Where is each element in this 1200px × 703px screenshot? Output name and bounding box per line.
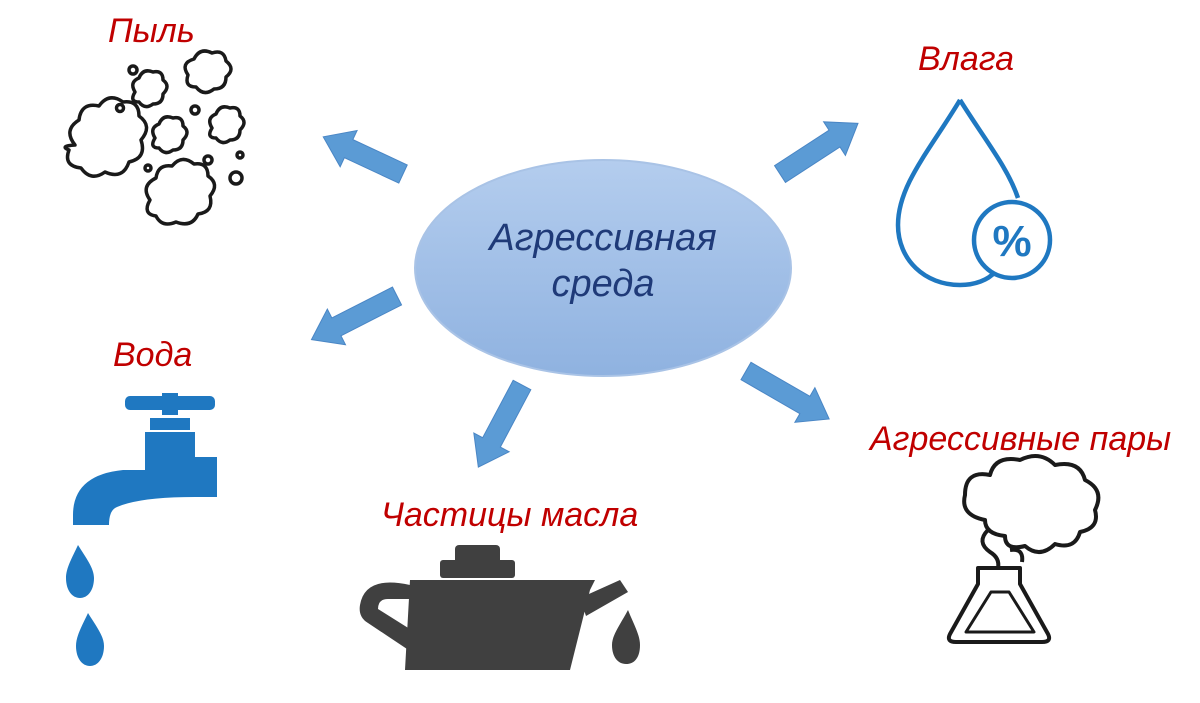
water-tap-icon — [66, 393, 217, 666]
dust-clouds-icon — [63, 49, 246, 226]
arrow-to-water — [310, 286, 403, 346]
arrow-to-moisture — [773, 121, 859, 184]
arrow-to-vapors — [740, 361, 830, 423]
percent-glyph: % — [992, 217, 1031, 266]
label-moisture: Влага — [918, 40, 1015, 78]
water-drop-percent-icon — [895, 98, 1053, 288]
center-title-line1: Агрессивная — [489, 217, 717, 259]
oil-can-icon — [359, 545, 640, 670]
center-ellipse — [414, 159, 792, 377]
arrows — [310, 121, 859, 468]
flask-vapor-icon — [946, 454, 1101, 644]
label-vapors: Агрессивные пары — [870, 420, 1172, 458]
center-title: Агрессивная среда — [413, 215, 793, 307]
arrow-to-dust — [322, 129, 408, 184]
label-dust: Пыль — [108, 12, 195, 50]
arrow-to-oil — [473, 379, 532, 468]
center-title-line2: среда — [551, 263, 655, 305]
label-oil: Частицы масла — [381, 496, 639, 534]
label-water: Вода — [113, 336, 193, 374]
